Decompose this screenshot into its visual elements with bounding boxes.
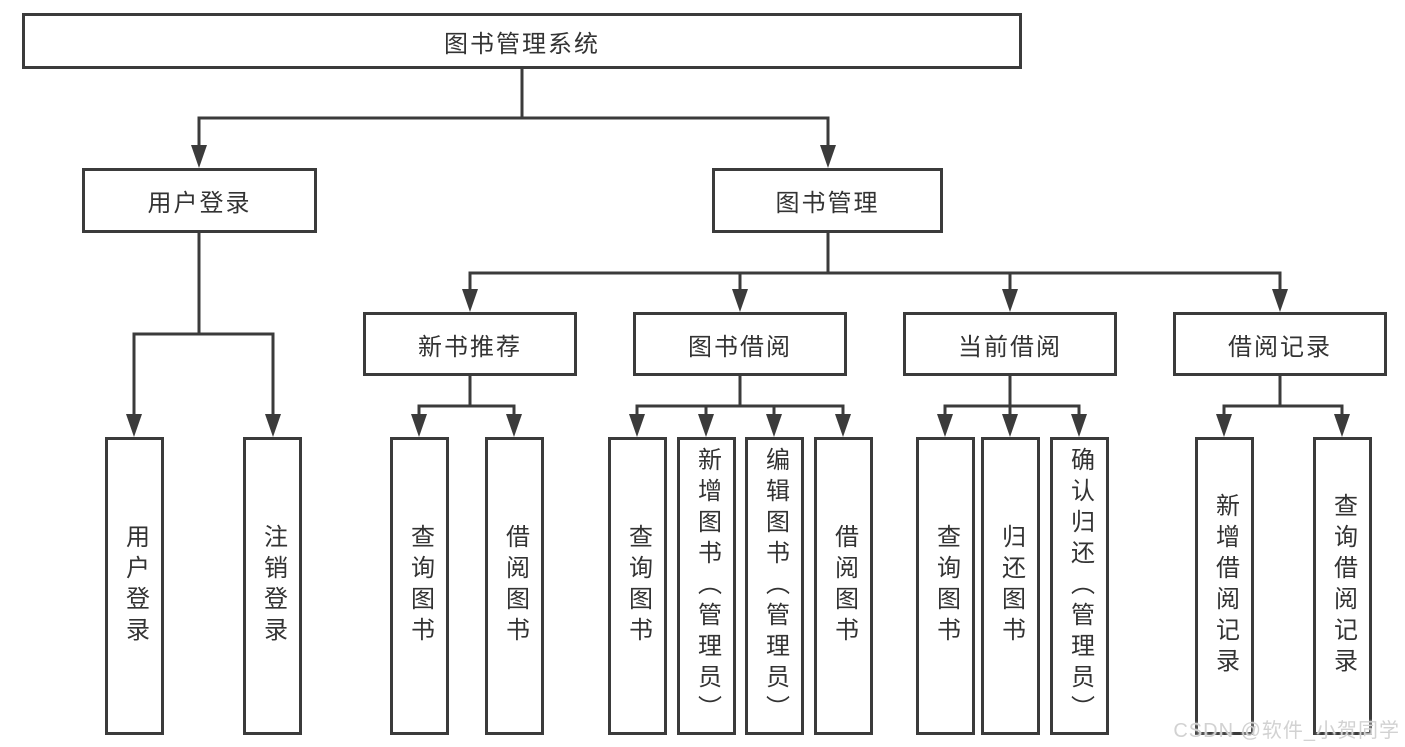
arrowhead-icon bbox=[1002, 414, 1018, 437]
arrowhead-icon bbox=[1216, 414, 1232, 437]
leaf-borrow-book-recommend: 借阅图书 bbox=[485, 437, 544, 735]
arrowhead-icon bbox=[506, 414, 522, 437]
arrowhead-icon bbox=[698, 414, 714, 437]
node-user-login-branch: 用户登录 bbox=[82, 168, 317, 233]
leaf-borrow-book: 借阅图书 bbox=[814, 437, 873, 735]
arrowhead-icon bbox=[462, 289, 478, 312]
leaf-query-book-borrowing: 查询图书 bbox=[608, 437, 667, 735]
node-current-borrowing: 当前借阅 bbox=[903, 312, 1117, 376]
leaf-add-book-admin: 新增图书（管理员） bbox=[677, 437, 736, 735]
arrowhead-icon bbox=[766, 414, 782, 437]
leaf-logout: 注销登录 bbox=[243, 437, 302, 735]
leaf-query-borrow-record: 查询借阅记录 bbox=[1313, 437, 1372, 735]
arrowhead-icon bbox=[1002, 289, 1018, 312]
arrowhead-icon bbox=[1272, 289, 1288, 312]
arrowhead-icon bbox=[937, 414, 953, 437]
arrowhead-icon bbox=[835, 414, 851, 437]
node-book-management-branch: 图书管理 bbox=[712, 168, 943, 233]
csdn-watermark: CSDN @软件_小贺同学 bbox=[1173, 720, 1400, 742]
arrowhead-icon bbox=[1071, 414, 1087, 437]
leaf-add-borrow-record: 新增借阅记录 bbox=[1195, 437, 1254, 735]
arrowhead-icon bbox=[411, 414, 427, 437]
leaf-query-book-recommend: 查询图书 bbox=[390, 437, 449, 735]
arrowhead-icon bbox=[1334, 414, 1350, 437]
leaf-return-book: 归还图书 bbox=[981, 437, 1040, 735]
leaf-user-login: 用户登录 bbox=[105, 437, 164, 735]
arrowhead-icon bbox=[191, 145, 207, 168]
leaf-edit-book-admin: 编辑图书（管理员） bbox=[745, 437, 804, 735]
node-library-management-system: 图书管理系统 bbox=[22, 13, 1022, 69]
leaf-query-book-current: 查询图书 bbox=[916, 437, 975, 735]
node-new-book-recommendation: 新书推荐 bbox=[363, 312, 577, 376]
node-borrowing-records: 借阅记录 bbox=[1173, 312, 1387, 376]
arrowhead-icon bbox=[629, 414, 645, 437]
leaf-confirm-return-admin: 确认归还（管理员） bbox=[1050, 437, 1109, 735]
node-book-borrowing: 图书借阅 bbox=[633, 312, 847, 376]
arrowhead-icon bbox=[732, 289, 748, 312]
arrowhead-icon bbox=[126, 414, 142, 437]
arrowhead-icon bbox=[265, 414, 281, 437]
arrowhead-icon bbox=[820, 145, 836, 168]
